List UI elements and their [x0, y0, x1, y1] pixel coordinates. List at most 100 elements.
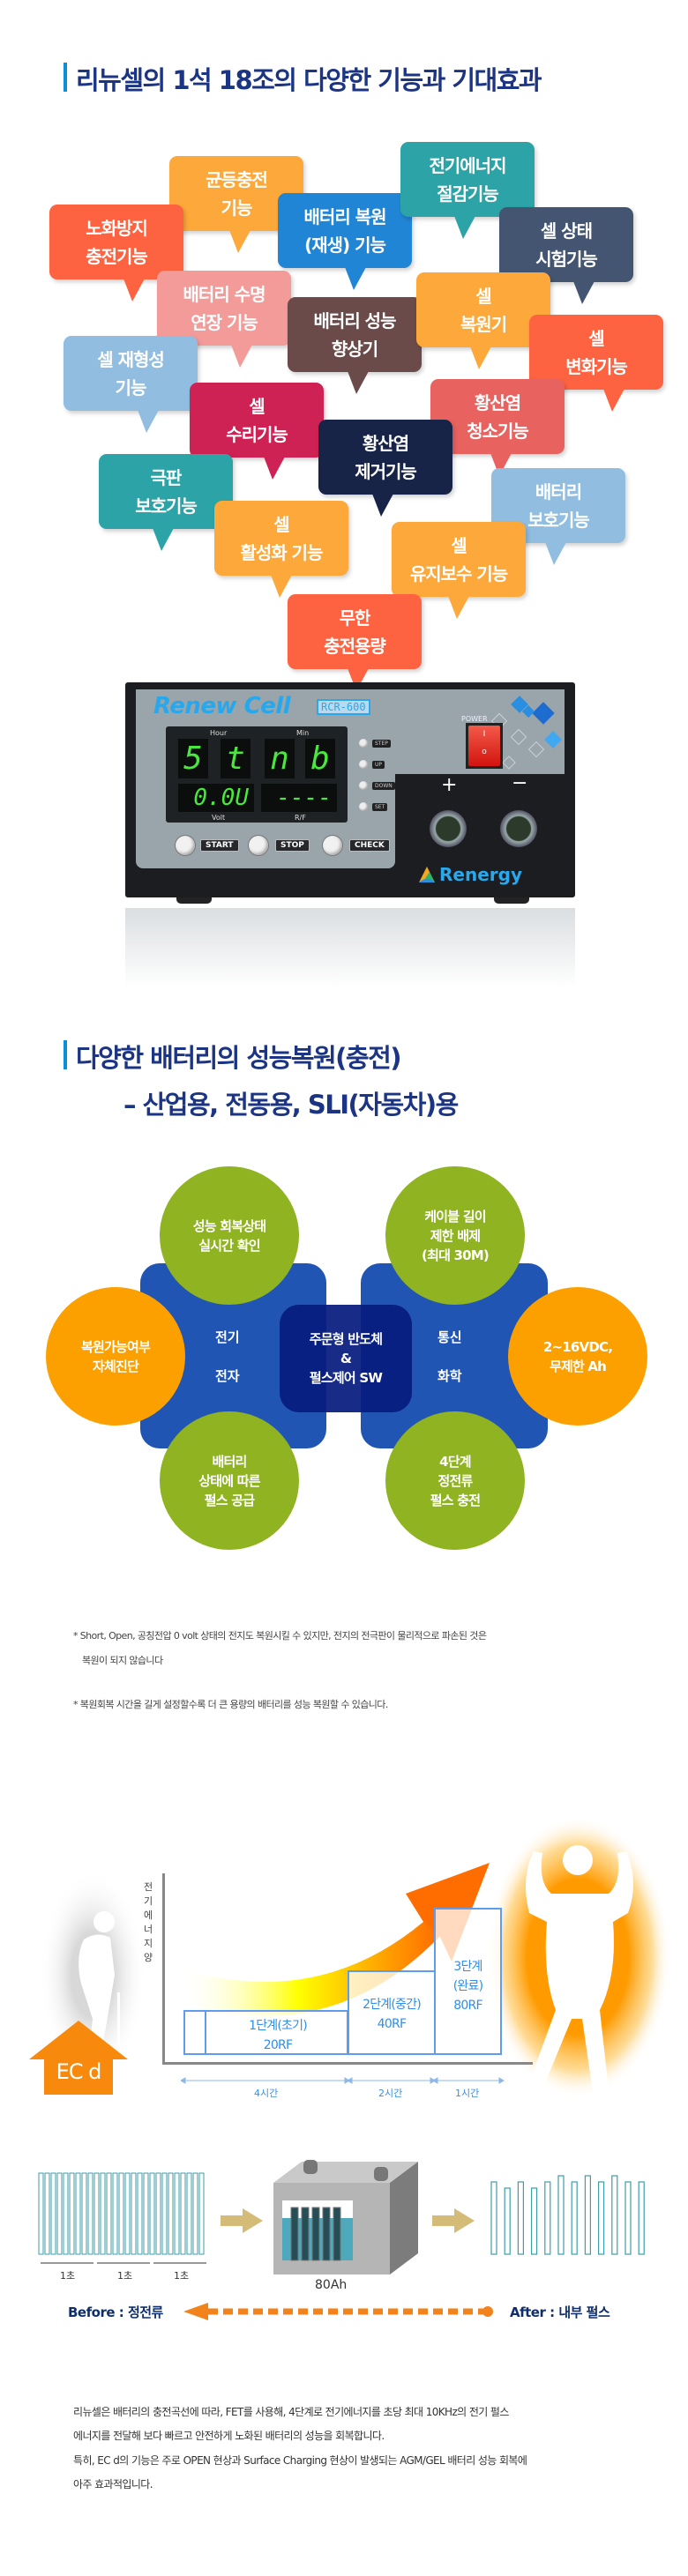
center-line: & [340, 1351, 352, 1366]
bubble-tail [448, 596, 469, 619]
ecd-up-arrow-icon [29, 2021, 128, 2095]
display-digit: n [265, 739, 295, 778]
minus-terminal-label: − [512, 772, 528, 794]
feature-bubble-text: 셀 [475, 285, 491, 307]
down-button[interactable] [359, 781, 368, 790]
step-button[interactable] [359, 739, 368, 748]
pulse-bar [112, 2172, 118, 2255]
field-chemical: 화학 [437, 1368, 462, 1384]
model-badge: RCR-600 [317, 699, 370, 715]
field-communication: 통신 [437, 1329, 462, 1345]
set-button[interactable] [359, 802, 368, 811]
right-arrow-icon [432, 2208, 475, 2233]
feature-bubble-text: 청소기능 [467, 420, 529, 442]
renergy-logo-icon [419, 867, 435, 882]
pulse-bar [106, 2172, 112, 2255]
pulse-bar [155, 2172, 161, 2255]
footnote-continuation: 복원이 되지 않습니다 [82, 1655, 163, 1666]
feature-bubble-text: 균등충전 [206, 168, 268, 190]
second-arrows [41, 2262, 206, 2264]
pulse-bar [118, 2172, 124, 2255]
feature-bubble-text: 셀 상태 [540, 220, 593, 242]
brand-logo: Renew Cell [153, 693, 291, 719]
feature-bubble-text: 제거기능 [355, 460, 417, 482]
pulse-bar [174, 2172, 180, 2255]
description-line: 특히, EC d의 기능은 주로 OPEN 현상과 Surface Chargi… [73, 2454, 527, 2467]
duration-label: 1시간 [455, 2088, 480, 2099]
pulse-bar [180, 2172, 186, 2255]
pulse-bar [624, 2181, 632, 2255]
up-button[interactable] [359, 760, 368, 769]
step-label: STEP [372, 740, 391, 748]
display-digit: 5 [178, 739, 208, 778]
pulse-bar [490, 2181, 497, 2255]
feature-bubble-text: 연장 기능 [191, 311, 258, 333]
plus-terminal-label: + [441, 774, 458, 796]
pulse-bar [38, 2172, 44, 2255]
bubble-tail [229, 230, 251, 253]
negative-connector[interactable] [500, 810, 537, 847]
feature-cable-length: 케이블 길이 제한 배제 (최대 30M) [385, 1166, 525, 1305]
constant-current-pulses [38, 2172, 205, 2255]
duration-label: 4시간 [254, 2088, 279, 2099]
stage-2-label: 2단계(중간) 40RF [348, 1995, 436, 2034]
stop-button[interactable] [249, 836, 268, 855]
pulse-bar [50, 2172, 56, 2255]
stage-name: 2단계(중간) [363, 1998, 422, 2012]
down-label: DOWN [372, 782, 395, 790]
duration-arrows [181, 2077, 505, 2084]
pulse-bar [75, 2172, 81, 2255]
start-button[interactable] [176, 836, 195, 855]
pulse-bar [131, 2172, 137, 2255]
pulse-bar [557, 2175, 565, 2255]
second-label: 1초 [117, 2270, 133, 2282]
section-title-features: 리뉴셀의 1석 18조의 다양한 기능과 기대효과 [76, 65, 542, 95]
rf-readout: ---- [261, 784, 337, 812]
description-line: 아주 효과적입니다. [73, 2478, 153, 2490]
pulse-bar [137, 2172, 143, 2255]
center-core-box: 주문형 반도체 & 펄스제어 SW [280, 1305, 412, 1412]
pulse-bar [143, 2172, 149, 2255]
feature-bubble-text: 배터리 수명 [183, 283, 266, 305]
stage-bar-3 [434, 1908, 502, 2055]
led-display: Hour Min 5 t n b 0.0U ---- Volt R/F [166, 726, 348, 823]
feature-bubble-text: 향상기 [331, 338, 378, 360]
positive-connector[interactable] [430, 810, 467, 847]
pulse-bar [124, 2172, 131, 2255]
bubble-tail [138, 410, 159, 433]
bubble-tail [348, 371, 369, 394]
hour-label: Hour [210, 729, 228, 737]
feature-bubble-text: 충전용량 [324, 635, 386, 657]
pulse-bar [69, 2172, 75, 2255]
pulse-bar [93, 2172, 100, 2255]
feature-bubble-text: 수리기능 [226, 423, 288, 445]
check-button[interactable] [323, 836, 342, 855]
bubble-tail [345, 267, 366, 290]
pulse-bar [56, 2172, 63, 2255]
feature-bubble: 배터리 복원(재생) 기능 [278, 193, 412, 290]
center-line: 주문형 반도체 [309, 1331, 383, 1347]
power-label: POWER [461, 715, 488, 723]
rf-label: R/F [295, 814, 306, 822]
feature-bubble-text: 보호기능 [527, 509, 590, 531]
bubble-tail [271, 575, 292, 598]
feature-voltage-range: 2~16VDC, 무제한 Ah [508, 1287, 647, 1426]
pulse-bar [149, 2172, 155, 2255]
device-foot [494, 897, 529, 904]
feature-bubble-text: 셀 재형성 [97, 348, 165, 370]
stage-3-label: 3단계 (완료)80RF [434, 1957, 502, 2015]
bubble-tail [603, 389, 624, 412]
pulse-bar [161, 2172, 168, 2255]
feature-bubble-text: 셀 [588, 327, 604, 349]
growth-arrow-body [181, 1922, 441, 2016]
check-label: CHECK [349, 839, 390, 852]
feature-bubble-text: 전기에너지 [429, 154, 507, 176]
stage-value: 40RF [377, 2017, 407, 2031]
feature-pulse-supply: 배터리 상태에 따른 펄스 공급 [160, 1411, 299, 1550]
